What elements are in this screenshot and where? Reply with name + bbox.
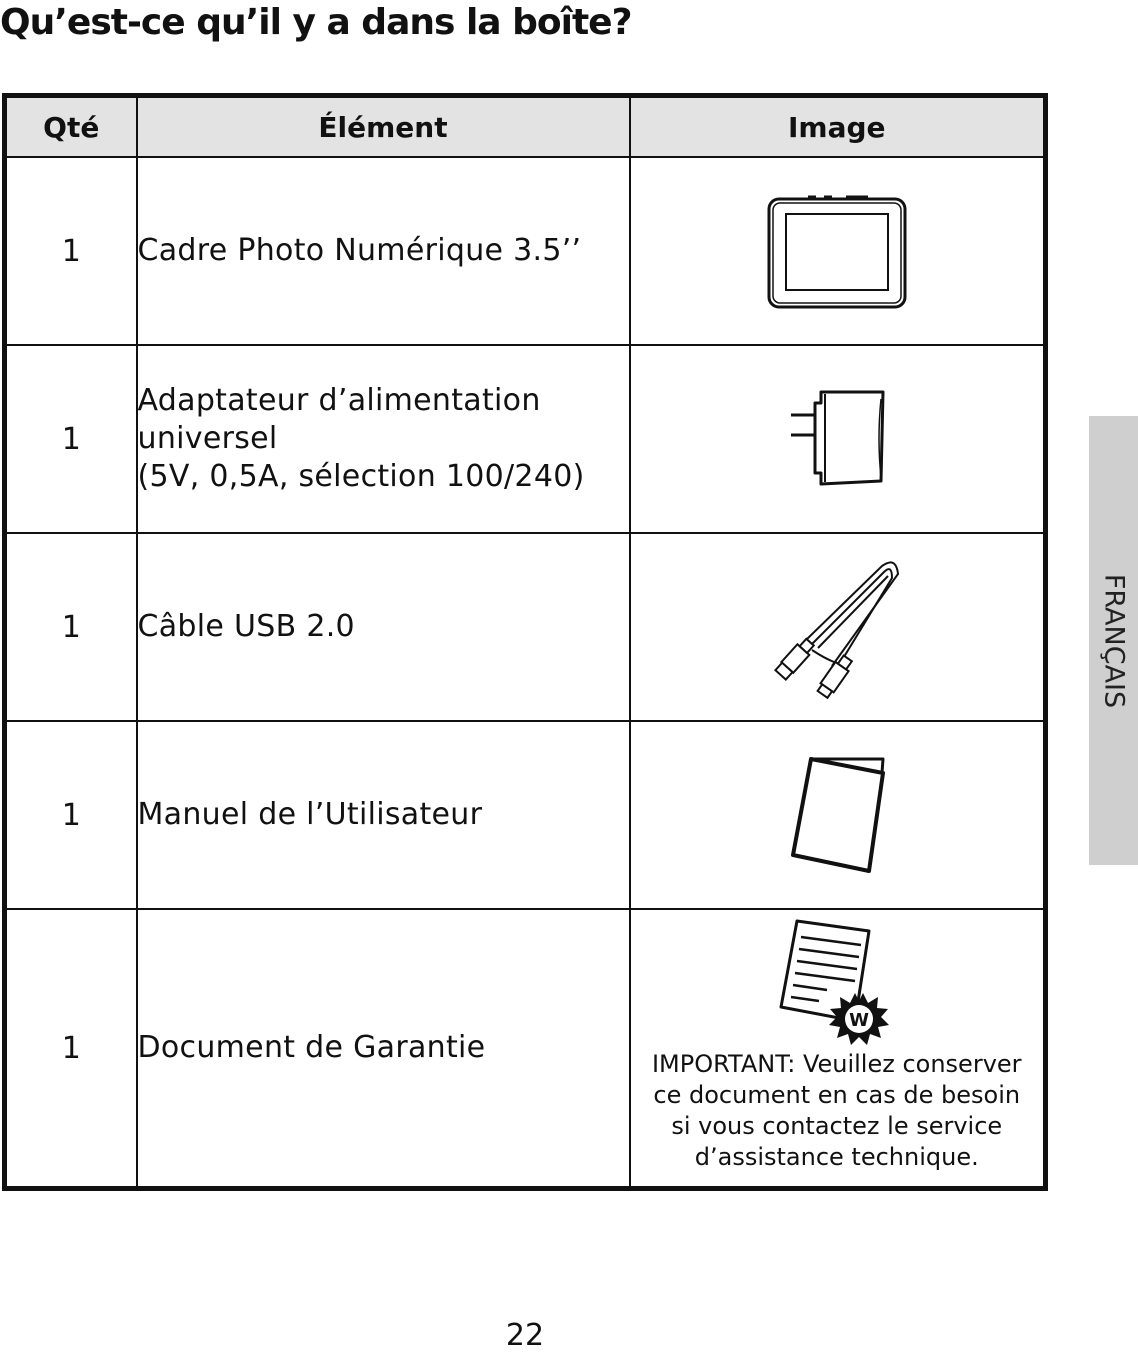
power-adapter-icon bbox=[790, 390, 885, 486]
row-image bbox=[628, 532, 1047, 722]
row-qty: 1 bbox=[3, 532, 138, 722]
row-item: Câble USB 2.0 bbox=[135, 532, 631, 722]
row-image: W IMPORTANT: Veuillez conserver ce docum… bbox=[628, 908, 1047, 1190]
warranty-badge-letter: W bbox=[849, 1010, 869, 1031]
row-item: Cadre Photo Numérique 3.5’’ bbox=[135, 156, 631, 346]
table-row: 1 Cadre Photo Numérique 3.5’’ bbox=[3, 156, 1047, 346]
row-qty: 1 bbox=[3, 908, 138, 1190]
row-image bbox=[628, 156, 1047, 346]
page-number: 22 bbox=[505, 1318, 545, 1353]
user-manual-icon bbox=[790, 757, 885, 873]
language-side-tab: FRANÇAIS bbox=[1089, 416, 1138, 865]
photo-frame-icon bbox=[767, 195, 907, 309]
note-line: si vous contactez le service bbox=[671, 1112, 1003, 1140]
table-header-row: Qté Élément Image bbox=[3, 94, 1047, 158]
table-row: 1 Manuel de l’Utilisateur bbox=[3, 720, 1047, 910]
header-image: Image bbox=[628, 94, 1047, 158]
row-image bbox=[628, 720, 1047, 910]
table-row: 1 Adaptateur d’alimentation universel (5… bbox=[3, 344, 1047, 534]
table-row: 1 Document de Garantie W bbox=[3, 908, 1047, 1190]
language-label: FRANÇAIS bbox=[1098, 573, 1129, 708]
usb-cable-icon bbox=[773, 561, 899, 700]
header-item: Élément bbox=[135, 94, 631, 158]
item-line: (5V, 0,5A, sélection 100/240) bbox=[137, 459, 585, 494]
row-qty: 1 bbox=[3, 720, 138, 910]
warranty-note: IMPORTANT: Veuillez conserver ce documen… bbox=[631, 1049, 1044, 1173]
box-contents-table: Qté Élément Image 1 Cadre Photo Numériqu… bbox=[2, 93, 1048, 1191]
note-line: d’assistance technique. bbox=[694, 1143, 979, 1171]
row-item: Adaptateur d’alimentation universel (5V,… bbox=[135, 344, 631, 534]
header-qty: Qté bbox=[3, 94, 138, 158]
row-qty: 1 bbox=[3, 156, 138, 346]
row-item: Manuel de l’Utilisateur bbox=[135, 720, 631, 910]
row-item: Document de Garantie bbox=[135, 908, 631, 1190]
note-line: ce document en cas de besoin bbox=[653, 1081, 1021, 1109]
item-line: universel bbox=[137, 421, 278, 456]
row-qty: 1 bbox=[3, 344, 138, 534]
warranty-document-icon: W bbox=[779, 919, 889, 1045]
page-title: Qu’est-ce qu’il y a dans la boîte? bbox=[0, 2, 632, 43]
note-line: IMPORTANT: Veuillez conserver bbox=[651, 1050, 1022, 1078]
item-line: Adaptateur d’alimentation bbox=[137, 383, 541, 418]
row-image bbox=[628, 344, 1047, 534]
table-row: 1 Câble USB 2.0 bbox=[3, 532, 1047, 722]
